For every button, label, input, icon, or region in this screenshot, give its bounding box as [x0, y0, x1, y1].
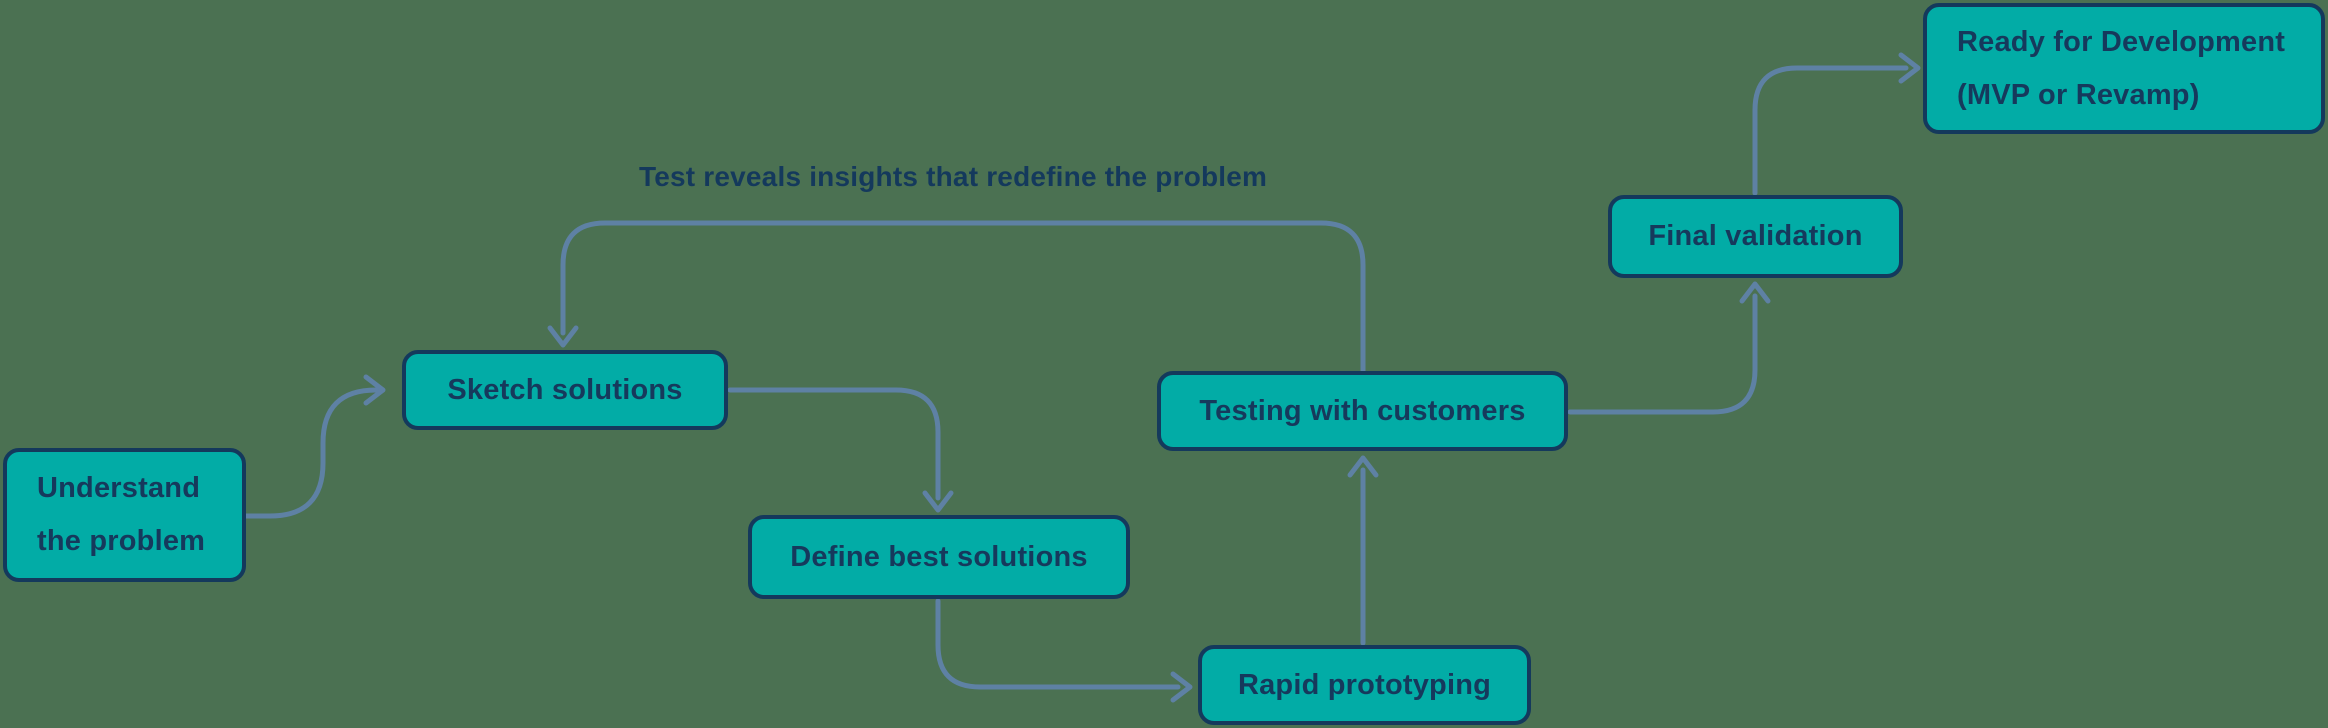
node-label: Understand — [37, 472, 201, 504]
node-define-best-solutions: Define best solutions — [748, 515, 1130, 599]
node-label: Rapid prototyping — [1237, 668, 1492, 701]
node-label: Testing with customers — [1199, 394, 1526, 427]
node-label: the problem — [37, 525, 206, 557]
node-ready-for-development: Ready for Development (MVP or Revamp) — [1923, 3, 2325, 134]
edge-testing-to-final — [1567, 281, 1771, 415]
edge-rapid-to-testing — [1347, 455, 1379, 646]
node-final-validation: Final validation — [1608, 195, 1903, 278]
node-testing-with-customers: Testing with customers — [1157, 371, 1568, 451]
edge-final-to-ready — [1752, 52, 1921, 196]
edge-define-to-rapid — [935, 598, 1193, 703]
node-label: Define best solutions — [790, 540, 1088, 573]
node-label: Sketch solutions — [447, 373, 683, 406]
node-sketch-solutions: Sketch solutions — [402, 350, 728, 430]
edge-testing-to-sketch-feedback — [547, 220, 1366, 374]
node-label: Ready for Development — [1957, 25, 2286, 58]
node-label: (MVP or Revamp) — [1957, 78, 2200, 111]
edge-understand-to-sketch — [242, 374, 386, 519]
node-label: Final validation — [1648, 220, 1863, 252]
node-understand-the-problem: Understand the problem — [3, 448, 246, 582]
node-rapid-prototyping: Rapid prototyping — [1198, 645, 1531, 725]
feedback-loop-label: Test reveals insights that redefine the … — [639, 161, 1268, 192]
edge-sketch-to-define — [727, 387, 954, 513]
